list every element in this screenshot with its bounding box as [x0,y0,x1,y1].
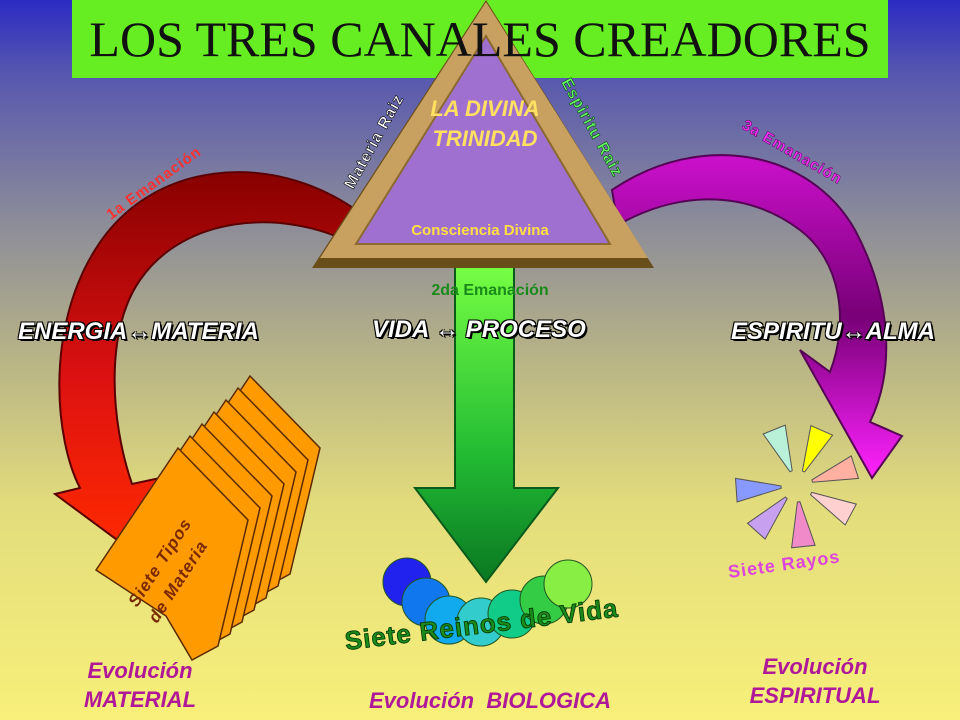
ray-shape [809,491,858,526]
third-emanation-arrow [610,154,904,480]
seven-rays-label: Siete Rayos [727,546,842,582]
ray-shape [734,477,782,503]
second-emanation-label: 2da Emanación [431,282,549,299]
material-evolution-label: Evolución MATERIAL [60,656,220,714]
biological-evolution-label: Evolución BIOLOGICA [368,688,611,713]
divine-trinity-triangle [312,0,654,268]
first-emanation-arrow [52,171,358,550]
seven-kingdoms-circles [382,557,593,647]
ray-shape [801,424,834,473]
divine-trinity-title: LA DIVINA TRINIDAD [410,94,560,154]
matter-sheet [94,446,249,662]
spiritual-evolution-line1: Evolución [762,654,868,679]
consciousness-label: Consciencia Divina [411,222,549,239]
life-process-label: VIDA ↔ PROCESO [372,316,586,343]
spirit-soul-label: ESPIRITU↔ALMA [731,318,935,345]
kingdom-circle [543,559,593,609]
material-evolution-line2: MATERIAL [83,687,197,712]
matter-sheets-stack [94,374,321,662]
ray-shape [811,455,860,483]
divine-trinity-line1: LA DIVINA [430,96,540,121]
spiritual-evolution-line2: ESPIRITUAL [749,683,881,708]
second-emanation-arrow [412,263,561,584]
ray-shape [791,501,816,549]
ray-shape [746,496,788,540]
energy-matter-label: ENERGIA↔MATERIA [18,318,259,345]
seven-rays-icon [734,424,860,549]
ray-shape [762,424,793,473]
material-evolution-line1: Evolución [87,658,193,683]
spiritual-evolution-label: Evolución ESPIRITUAL [730,652,900,710]
divine-trinity-line2: TRINIDAD [432,126,538,151]
page-title: LOS TRES CANALES CREADORES [89,11,871,67]
